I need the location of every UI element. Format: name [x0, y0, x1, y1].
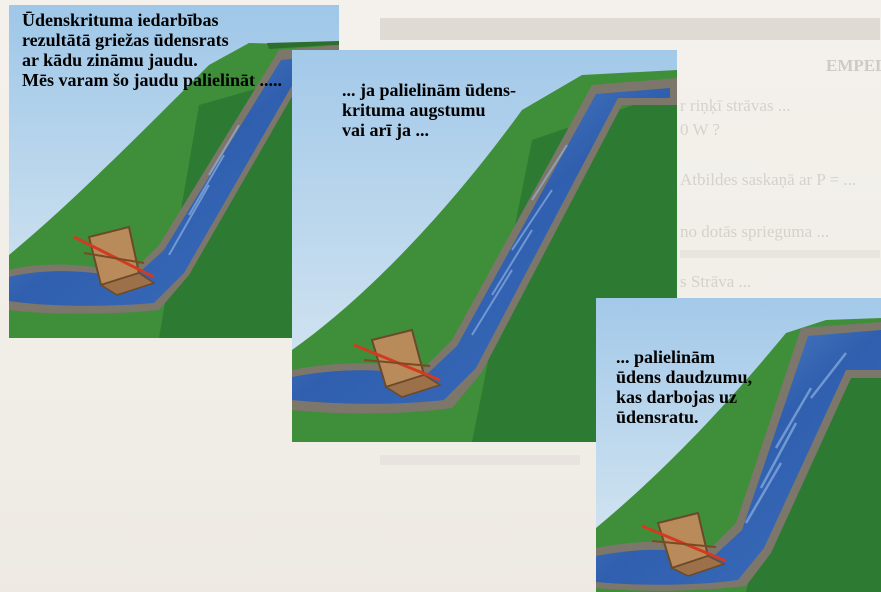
waterfall-scene-2: [292, 50, 677, 442]
background-text-line: r riņķī strāvas ...: [680, 96, 791, 115]
caption-3-line-1: ... palielinām: [616, 347, 716, 367]
background-text-line: s Strāva ...: [680, 272, 752, 291]
caption-3-line-3: kas darbojas uz: [616, 387, 738, 407]
waterfall-illustration-2: [292, 50, 677, 442]
caption-1-line-4: Mēs varam šo jaudu palielināt .....: [22, 70, 283, 90]
caption-2-line-3: vai arī ja ...: [342, 120, 429, 140]
caption-2-line-1: ... ja palielinām ūdens-: [342, 80, 517, 100]
background-band: [380, 455, 580, 465]
waterwheel: [353, 328, 442, 398]
waterfall-illustration-3: [596, 298, 881, 592]
background-text-line: no dotās sprieguma ...: [680, 222, 830, 241]
background-band: [680, 250, 880, 258]
caption-1-line-2: rezultātā griežas ūdensrats: [22, 30, 229, 50]
caption-3-line-4: ūdensratu.: [616, 407, 699, 427]
background-text-line: 0 W ?: [680, 120, 720, 139]
waterwheel: [73, 225, 156, 296]
caption-1-line-1: Ūdenskrituma iedarbības: [22, 10, 219, 30]
caption-2-line-2: krituma augstumu: [342, 100, 486, 120]
background-band: [380, 18, 880, 40]
waterwheel: [641, 511, 727, 577]
caption-3-line-2: ūdens daudzumu,: [616, 367, 753, 387]
waterfall-scene-3: [596, 298, 881, 592]
background-text-line: Atbildes saskaņā ar P = ...: [680, 170, 857, 189]
caption-1-line-3: ar kādu zināmu jaudu.: [22, 50, 198, 70]
background-heading: EMPEL 3.1: [826, 56, 881, 75]
